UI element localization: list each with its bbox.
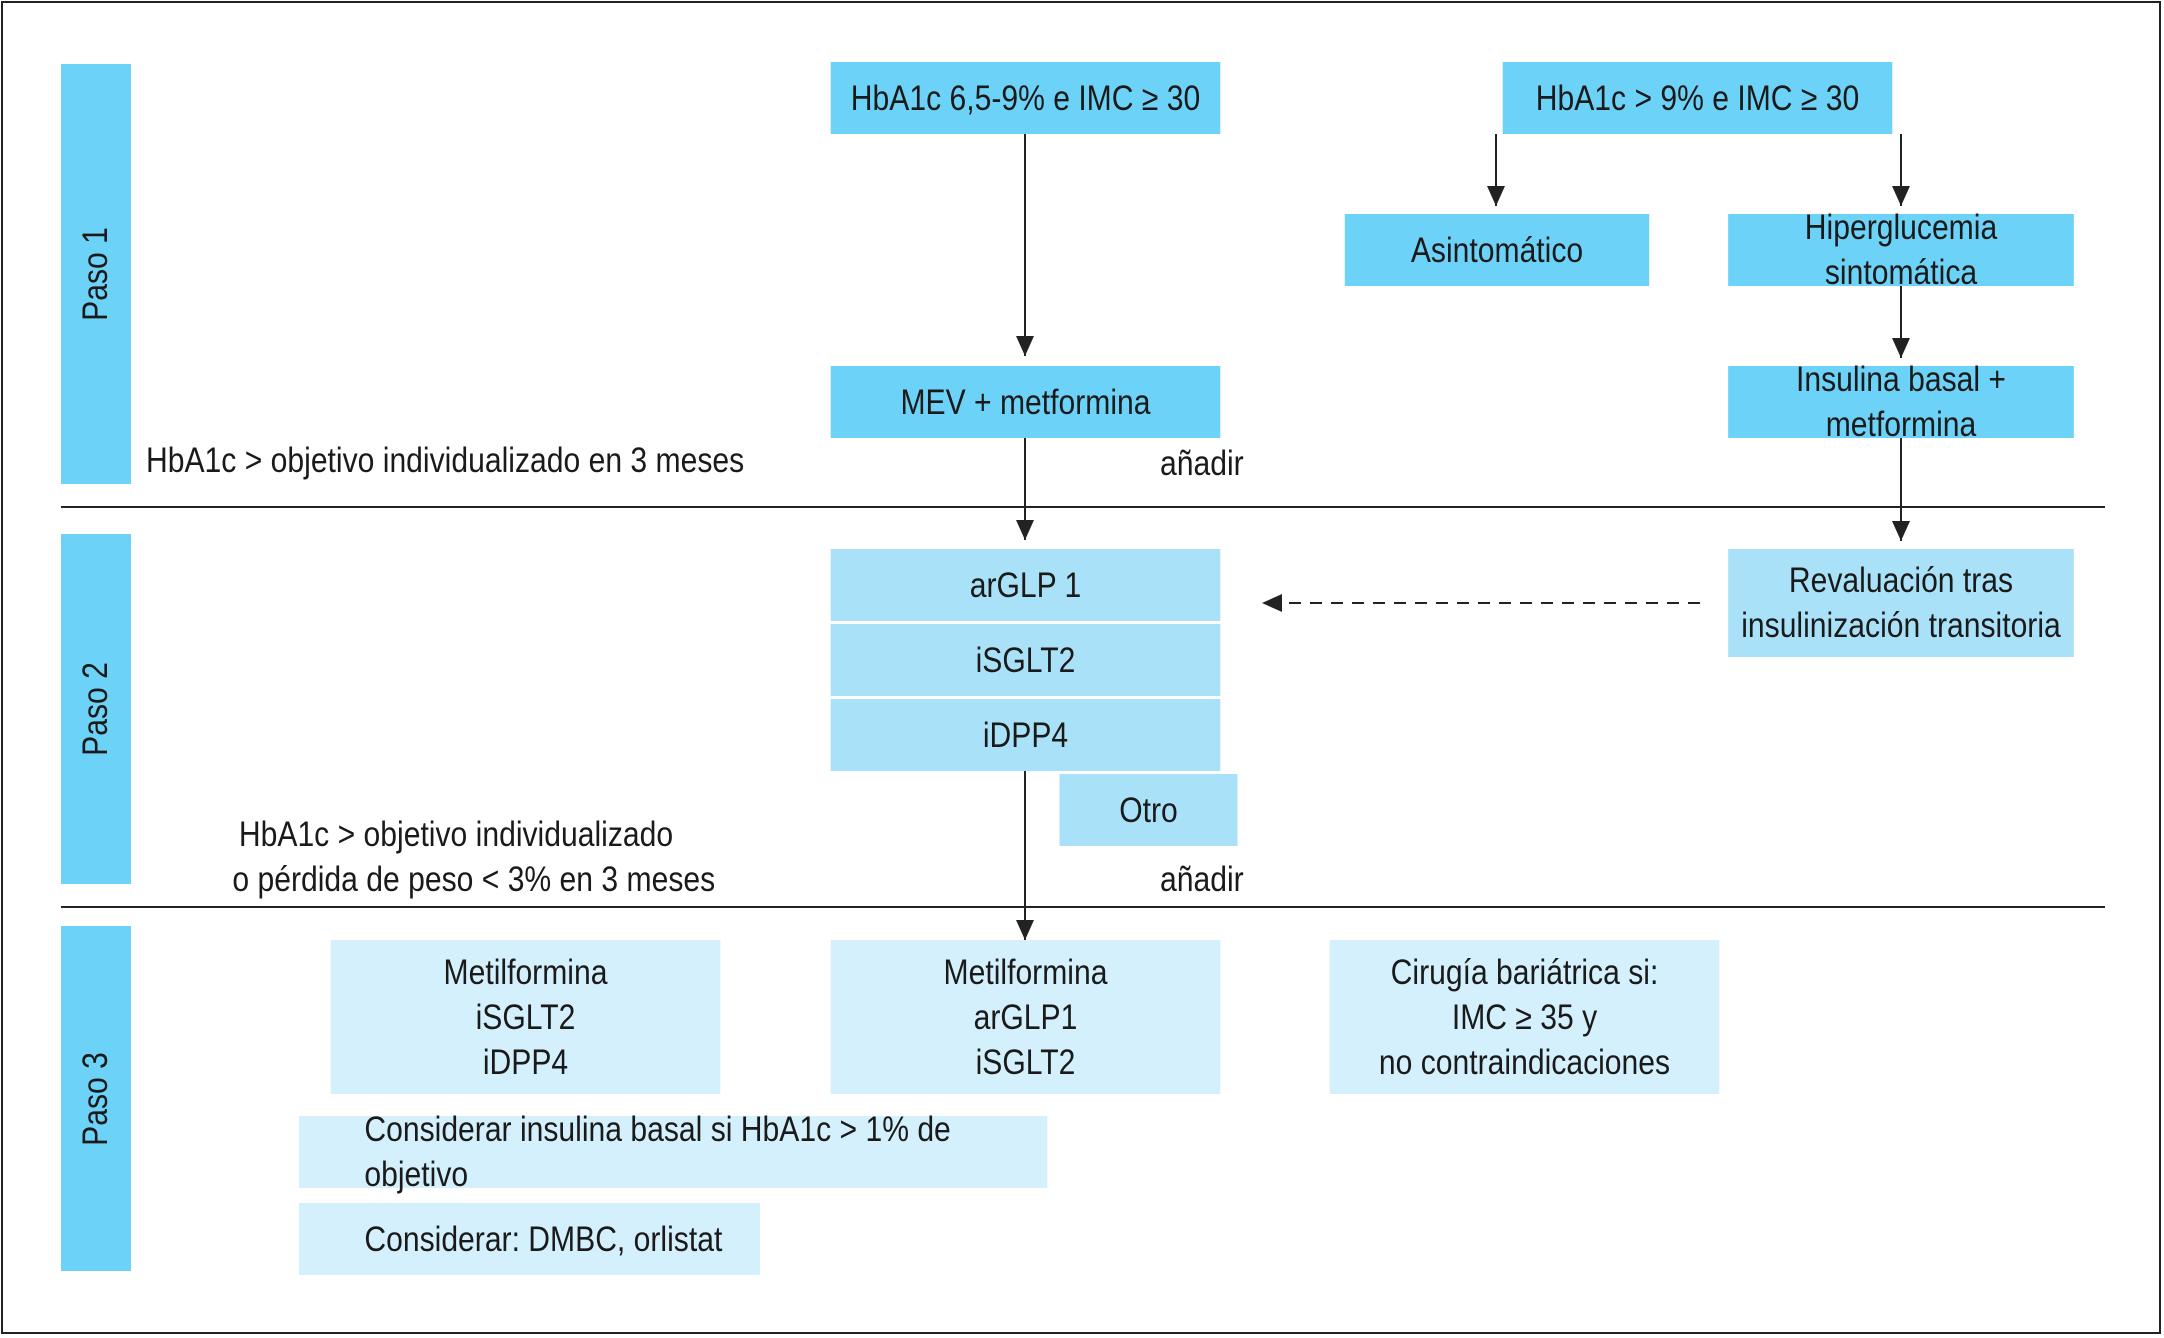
step1-add: añadir bbox=[1160, 444, 1244, 483]
surgery-line-3: no contraindicaciones bbox=[1378, 1042, 1671, 1082]
box-isglt2: iSGLT2 bbox=[830, 624, 1221, 696]
reeval-line-2: insulinización transitoria bbox=[1741, 606, 2061, 645]
box-reevaluation: Revaluación tras insulinización transito… bbox=[1728, 549, 2074, 657]
box-basal-metformina-text: Insulina basal + metformina bbox=[1795, 360, 2007, 444]
box-mev-metformina: MEV + metformina bbox=[830, 366, 1221, 438]
box-hba1c-mid: HbA1c 6,5-9% e IMC ≥ 30 bbox=[830, 62, 1221, 134]
combo-b-line-2: arGLP1 bbox=[973, 997, 1078, 1037]
other-note-text: Considerar: DMBC, orlistat bbox=[364, 1219, 723, 1259]
box-idpp4-text: iDPP4 bbox=[982, 715, 1069, 755]
box-isglt2-text: iSGLT2 bbox=[975, 640, 1076, 680]
surgery-line-1: Cirugía bariátrica si: bbox=[1390, 952, 1659, 992]
box-otro-text: Otro bbox=[1119, 790, 1178, 830]
box-asymptomatic-text: Asintomático bbox=[1410, 230, 1584, 270]
box-basal-metformina: Insulina basal + metformina bbox=[1728, 360, 2074, 444]
box-mev-metformina-text: MEV + metformina bbox=[900, 382, 1151, 422]
step2-threshold: HbA1c > objetivo individualizado o pérdi… bbox=[232, 812, 716, 902]
box-insulin-note: Considerar insulina basal si HbA1c > 1% … bbox=[299, 1110, 1048, 1194]
combo-b-line-1: Metilformina bbox=[943, 952, 1108, 992]
box-surgery: Cirugía bariátrica si: IMC ≥ 35 y no con… bbox=[1329, 940, 1720, 1094]
reeval-line-1: Revaluación tras bbox=[1788, 561, 2014, 600]
box-symptomatic: Hiperglucemia sintomática bbox=[1728, 208, 2074, 292]
insulin-note-text: Considerar insulina basal si HbA1c > 1% … bbox=[364, 1110, 951, 1194]
step2-add: añadir bbox=[1160, 860, 1244, 899]
step-bar-2: Paso 2 bbox=[61, 534, 131, 884]
separator-1 bbox=[61, 506, 2105, 508]
box-asymptomatic: Asintomático bbox=[1344, 214, 1650, 286]
box-hba1c-mid-text: HbA1c 6,5-9% e IMC ≥ 30 bbox=[850, 78, 1201, 118]
box-symptomatic-text: Hiperglucemia sintomática bbox=[1804, 208, 1998, 292]
combo-a-line-2: iSGLT2 bbox=[475, 997, 576, 1037]
box-other-note: Considerar: DMBC, orlistat bbox=[299, 1203, 760, 1275]
step2-threshold-line-2: o pérdida de peso < 3% en 3 meses bbox=[232, 860, 716, 899]
box-arglp1-text: arGLP 1 bbox=[969, 565, 1082, 605]
step2-threshold-line-1: HbA1c > objetivo individualizado bbox=[238, 815, 674, 854]
box-arglp1: arGLP 1 bbox=[830, 549, 1221, 621]
combo-a-line-3: iDPP4 bbox=[482, 1042, 569, 1082]
box-otro: Otro bbox=[1059, 774, 1238, 846]
box-combo-a: Metilformina iSGLT2 iDPP4 bbox=[330, 940, 721, 1094]
box-hba1c-high: HbA1c > 9% e IMC ≥ 30 bbox=[1502, 62, 1893, 134]
separator-2 bbox=[61, 906, 2105, 908]
box-idpp4: iDPP4 bbox=[830, 699, 1221, 771]
combo-a-line-1: Metilformina bbox=[443, 952, 608, 992]
combo-b-line-3: iSGLT2 bbox=[975, 1042, 1076, 1082]
step-bar-3: Paso 3 bbox=[61, 926, 131, 1271]
box-combo-b: Metilformina arGLP1 iSGLT2 bbox=[830, 940, 1221, 1094]
box-hba1c-high-text: HbA1c > 9% e IMC ≥ 30 bbox=[1535, 78, 1860, 118]
step1-threshold: HbA1c > objetivo individualizado en 3 me… bbox=[146, 441, 745, 480]
step-bar-1: Paso 1 bbox=[61, 64, 131, 484]
surgery-line-2: IMC ≥ 35 y bbox=[1451, 997, 1598, 1037]
